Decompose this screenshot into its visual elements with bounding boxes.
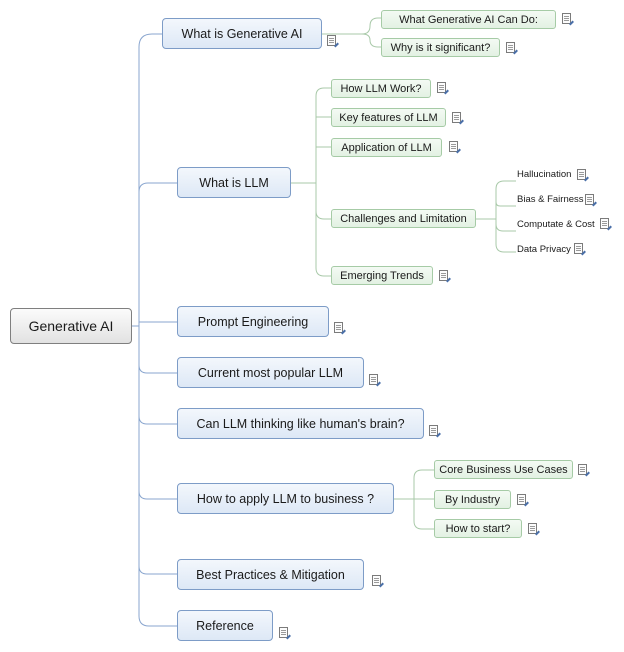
note-icon[interactable] <box>437 82 446 93</box>
node-label: Emerging Trends <box>340 269 424 282</box>
leaf-bias-fairness[interactable]: Bias & Fairness <box>517 194 584 206</box>
note-icon[interactable] <box>506 42 515 53</box>
node-label: What Generative AI Can Do: <box>399 13 538 26</box>
leaf-computate-cost[interactable]: Computate & Cost <box>517 219 595 231</box>
branch-label: Can LLM thinking like human's brain? <box>196 416 405 431</box>
branch-reference[interactable]: Reference <box>177 610 273 641</box>
root-label: Generative AI <box>28 318 114 334</box>
node-label: Application of LLM <box>341 141 432 154</box>
branch-label: What is LLM <box>199 175 269 190</box>
leaf-label: Data Privacy <box>517 244 571 255</box>
node-why-significant[interactable]: Why is it significant? <box>381 38 500 57</box>
note-icon[interactable] <box>577 169 586 180</box>
leaf-label: Computate & Cost <box>517 219 595 230</box>
branch-best-practices[interactable]: Best Practices & Mitigation <box>177 559 364 590</box>
node-how-to-start[interactable]: How to start? <box>434 519 522 538</box>
note-icon[interactable] <box>585 194 594 205</box>
note-icon[interactable] <box>562 13 571 24</box>
branch-apply-llm-business[interactable]: How to apply LLM to business ? <box>177 483 394 514</box>
node-key-features-llm[interactable]: Key features of LLM <box>331 108 446 127</box>
node-challenges-limitation[interactable]: Challenges and Limitation <box>331 209 476 228</box>
node-core-business-use-cases[interactable]: Core Business Use Cases <box>434 460 573 479</box>
note-icon[interactable] <box>528 523 537 534</box>
note-icon[interactable] <box>334 322 343 333</box>
leaf-label: Hallucination <box>517 169 572 180</box>
node-emerging-trends[interactable]: Emerging Trends <box>331 266 433 285</box>
note-icon[interactable] <box>574 243 583 254</box>
node-application-llm[interactable]: Application of LLM <box>331 138 442 157</box>
note-icon[interactable] <box>600 218 609 229</box>
node-by-industry[interactable]: By Industry <box>434 490 511 509</box>
note-icon[interactable] <box>327 35 336 46</box>
branch-what-is-generative-ai[interactable]: What is Generative AI <box>162 18 322 49</box>
node-label: How LLM Work? <box>340 82 422 95</box>
note-icon[interactable] <box>372 575 381 586</box>
note-icon[interactable] <box>369 374 378 385</box>
note-icon[interactable] <box>517 494 526 505</box>
node-label: Key features of LLM <box>339 111 438 124</box>
branch-llm-thinking-brain[interactable]: Can LLM thinking like human's brain? <box>177 408 424 439</box>
branch-prompt-engineering[interactable]: Prompt Engineering <box>177 306 329 337</box>
branch-current-popular-llm[interactable]: Current most popular LLM <box>177 357 364 388</box>
leaf-label: Bias & Fairness <box>517 194 584 205</box>
root-node[interactable]: Generative AI <box>10 308 132 344</box>
note-icon[interactable] <box>578 464 587 475</box>
node-label: Core Business Use Cases <box>439 463 568 476</box>
leaf-hallucination[interactable]: Hallucination <box>517 169 571 181</box>
node-what-gen-ai-can-do[interactable]: What Generative AI Can Do: <box>381 10 556 29</box>
branch-what-is-llm[interactable]: What is LLM <box>177 167 291 198</box>
node-label: How to start? <box>445 522 511 535</box>
branch-label: Best Practices & Mitigation <box>196 567 345 582</box>
branch-label: Reference <box>196 618 254 633</box>
leaf-data-privacy[interactable]: Data Privacy <box>517 244 571 256</box>
node-label: Why is it significant? <box>390 41 491 54</box>
note-icon[interactable] <box>439 270 448 281</box>
node-how-llm-work[interactable]: How LLM Work? <box>331 79 431 98</box>
branch-label: What is Generative AI <box>181 26 303 41</box>
note-icon[interactable] <box>279 627 288 638</box>
note-icon[interactable] <box>452 112 461 123</box>
branch-label: How to apply LLM to business ? <box>196 491 375 506</box>
node-label: Challenges and Limitation <box>340 212 467 225</box>
note-icon[interactable] <box>449 141 458 152</box>
note-icon[interactable] <box>429 425 438 436</box>
branch-label: Prompt Engineering <box>197 314 309 329</box>
branch-label: Current most popular LLM <box>197 365 344 380</box>
node-label: By Industry <box>444 493 501 506</box>
